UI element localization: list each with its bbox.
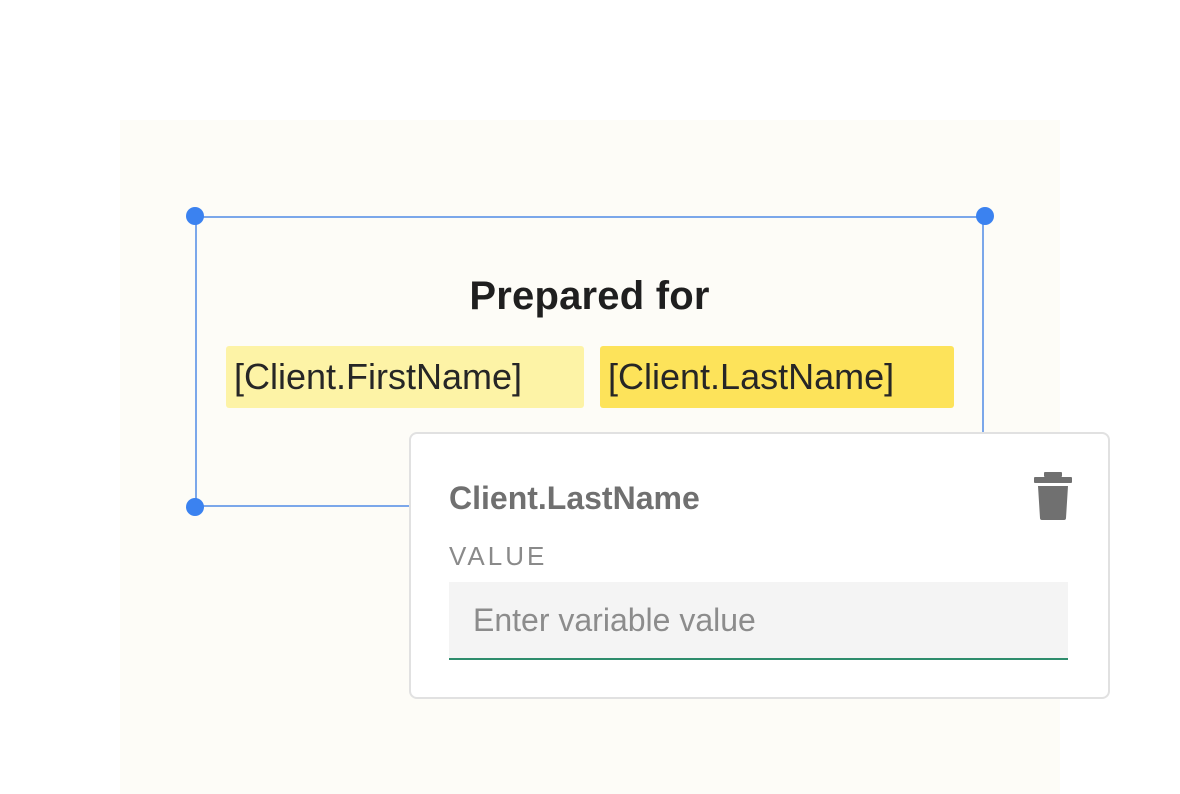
value-field-label: VALUE [449, 541, 548, 571]
variable-chip-client-firstname[interactable]: [Client.FirstName] [226, 346, 584, 408]
prepared-for-heading: Prepared for [469, 274, 710, 318]
variable-editor-popover: Client.LastName VALUE [409, 432, 1110, 699]
trash-icon[interactable] [1031, 472, 1075, 520]
variable-chip-client-lastname[interactable]: [Client.LastName] [600, 346, 954, 408]
variable-value-input[interactable] [449, 582, 1068, 660]
resize-handle-top-left[interactable] [186, 207, 204, 225]
variable-name-title: Client.LastName [449, 480, 700, 516]
resize-handle-bottom-left[interactable] [186, 498, 204, 516]
resize-handle-top-right[interactable] [976, 207, 994, 225]
